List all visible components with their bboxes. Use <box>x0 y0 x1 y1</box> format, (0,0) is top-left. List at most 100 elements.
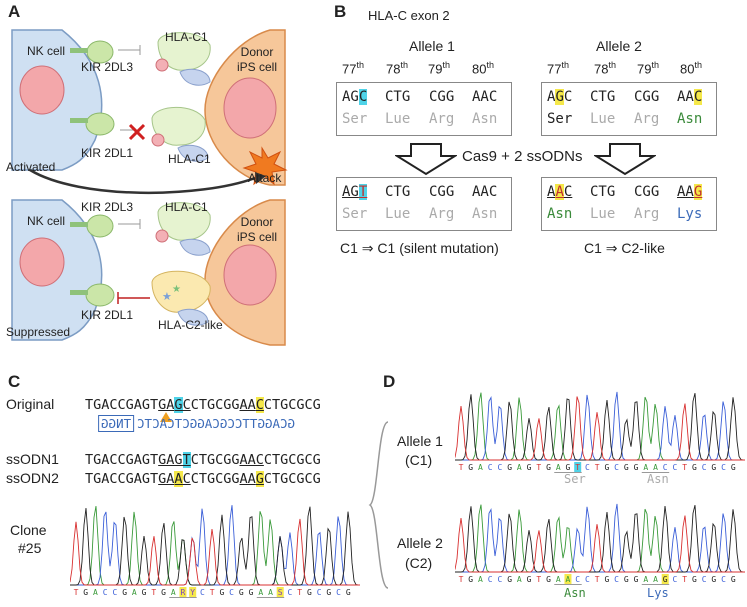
base-highlight <box>574 462 582 472</box>
base-call: C <box>721 575 726 584</box>
donor-label-bottom-2: iPS cell <box>236 230 277 244</box>
allele1-d-label-1: Allele 1 <box>397 433 443 449</box>
base-call: T <box>682 463 687 472</box>
kir2dl3-receptor-bottom <box>86 214 114 238</box>
b2m-domain <box>177 308 209 326</box>
kir2dl1-label-top: KIR 2DL1 <box>81 146 134 160</box>
panel-c-letter: C <box>8 372 21 391</box>
panel-b-letter: B <box>334 2 347 21</box>
ordinal-79: 79th <box>428 60 450 77</box>
mutation-star-icon: ★ <box>162 290 172 303</box>
base-call: C <box>336 588 341 597</box>
base-call: A <box>643 463 648 472</box>
base-call: C <box>229 588 234 597</box>
aa-77: Ser <box>547 111 573 127</box>
base-call: G <box>307 588 312 597</box>
suppressed-label: Suppressed <box>6 325 71 339</box>
codon-78: CTG <box>385 89 411 105</box>
mutation-star-icon: ★ <box>172 284 181 295</box>
base-call: G <box>83 588 88 597</box>
ordinal-78: 78th <box>386 60 408 77</box>
ordinal-77: 77th <box>342 60 364 77</box>
allele1-before-box: AGC CTG CGG AAC Ser Lue Arg Asn <box>336 82 512 136</box>
codon-78: CTG <box>385 184 411 200</box>
trace-line-G <box>455 392 745 461</box>
trace-line-G <box>455 504 745 573</box>
base-call: T <box>210 588 215 597</box>
base-call: G <box>731 575 736 584</box>
aa-77: Ser <box>342 206 368 222</box>
hla-c2-like-molecule <box>151 270 211 313</box>
trace-line-T <box>455 396 745 461</box>
base-call: C <box>288 588 293 597</box>
aa-80: Asn <box>472 111 498 127</box>
codon-79: CGG <box>429 184 455 200</box>
trace-line-C <box>455 391 745 461</box>
codon-79: CGG <box>429 89 455 105</box>
ordinal-80: 80th <box>680 60 702 77</box>
base-call: C <box>103 588 108 597</box>
codon-79: CGG <box>634 184 660 200</box>
kir2dl3-label-bottom: KIR 2DL3 <box>81 200 134 214</box>
cut-site-marker-icon <box>160 412 172 422</box>
codon-80: AAC <box>472 89 498 105</box>
base-call: T <box>297 588 302 597</box>
base-call: A <box>478 463 483 472</box>
codon-80: AAC <box>472 184 498 200</box>
base-call: G <box>634 575 639 584</box>
base-call: C <box>702 463 707 472</box>
codon-77: AGC <box>547 89 573 105</box>
base-call: A <box>517 575 522 584</box>
guide-rna-sequence: GCAGGTTCCGCAGGCTCACTC <box>137 416 296 431</box>
base-call: G <box>527 463 532 472</box>
base-call: G <box>239 588 244 597</box>
allele1-d-label-2: (C1) <box>405 452 433 468</box>
codon-79: CGG <box>634 89 660 105</box>
codon-77: AAC <box>547 184 573 200</box>
base-call: A <box>566 575 571 584</box>
trace-line-C <box>70 505 360 586</box>
kir2dl1-label-bottom: KIR 2DL1 <box>81 308 134 322</box>
hla-c1-label: HLA-C1 <box>165 200 208 214</box>
codon-80: AAC <box>677 89 703 105</box>
bracket <box>368 421 389 589</box>
base-highlight <box>564 574 572 584</box>
ssodn1-sequence: TGACCGAGTGAGTCTGCGGAACCTGCGCG <box>85 452 321 468</box>
attack-arrow <box>29 168 256 194</box>
trace-line-T <box>455 515 745 573</box>
base-call: G <box>122 588 127 597</box>
ssodn2-label: ssODN2 <box>6 470 59 486</box>
base-call: G <box>507 463 512 472</box>
kir2dl3-label-top: KIR 2DL3 <box>81 60 134 74</box>
base-call: A <box>93 588 98 597</box>
clone-label-2: #25 <box>18 540 42 556</box>
trace1-aa-ser: Ser <box>564 472 586 486</box>
trace-line-A <box>455 392 745 461</box>
peptide-dot <box>155 229 169 243</box>
b2m-domain <box>179 238 211 256</box>
ordinal-78: 78th <box>594 60 616 77</box>
base-call: G <box>546 463 551 472</box>
base-call: C <box>721 463 726 472</box>
aa-79: Arg <box>429 111 455 127</box>
allele1-after-box: AGT CTG CGG AAC Ser Lue Arg Asn <box>336 177 512 231</box>
aa-77: Asn <box>547 206 573 222</box>
base-call: Y <box>190 588 195 597</box>
base-call: C <box>614 575 619 584</box>
base-call: G <box>346 588 351 597</box>
base-call: C <box>614 463 619 472</box>
base-call: G <box>326 588 331 597</box>
donor-nucleus-bottom <box>223 244 277 306</box>
ordinal-80: 80th <box>472 60 494 77</box>
allele2-before-box: AGC CTG CGG AAC Ser Lue Arg Asn <box>541 82 717 136</box>
trace-line-A <box>70 506 360 586</box>
hla-c1-label-bottom: HLA-C1 <box>168 152 211 166</box>
trace-line-C <box>455 503 745 573</box>
base-call: G <box>142 588 147 597</box>
base-highlight <box>179 587 187 597</box>
base-call: A <box>517 463 522 472</box>
base-call: C <box>317 588 322 597</box>
aa-78: Lue <box>385 111 411 127</box>
down-arrow-icon <box>594 143 656 176</box>
